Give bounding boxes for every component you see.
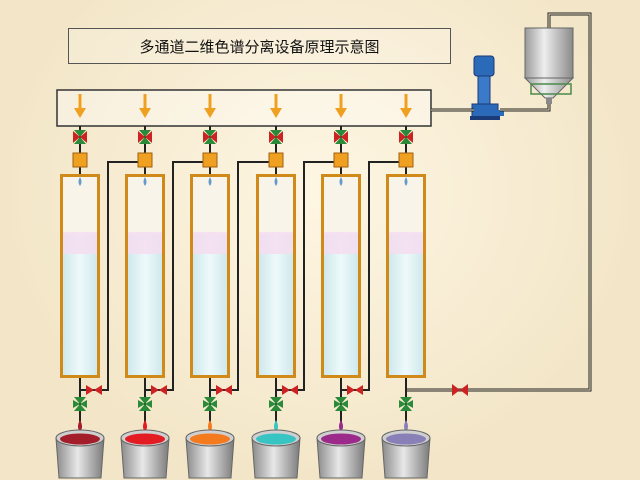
column-band [259,232,293,254]
valve-icon [399,397,413,411]
drip-drop [274,177,278,186]
column-unit [316,94,406,479]
diagram-title: 多通道二维色谱分离设备原理示意图 [139,37,380,56]
column-liquid [389,234,423,375]
column-unit [55,94,145,479]
column-unit [185,94,276,479]
valve-icon [151,385,167,395]
main-pipes-inner [406,13,591,391]
bucket-liquid [190,433,230,445]
column-band [63,232,97,254]
diagram-title-box: 多通道二维色谱分离设备原理示意图 [68,28,451,64]
hopper-icon [523,27,575,104]
column-band [324,232,358,254]
valve-icon [73,397,87,411]
drip-drop [208,177,212,186]
valve-icon [203,130,217,144]
valve-icon [347,385,363,395]
manifold [56,89,432,127]
inlet-block [398,152,414,168]
columns-layer [55,94,431,479]
column-band [389,232,423,254]
bucket-liquid [60,433,100,445]
drip-drop [143,177,147,186]
column-liquid [63,234,97,375]
valve-icon [269,397,283,411]
column-unit [251,94,341,479]
flow-arrow-head [400,108,412,118]
column-band [193,232,227,254]
column-liquid [259,234,293,375]
falling-drop [274,420,278,432]
valve-icon [334,397,348,411]
valve-icon [334,130,348,144]
inlet-block [137,152,153,168]
column-unit [381,94,431,479]
valve-icon [73,130,87,144]
return-valve [452,384,468,396]
column-liquid [128,234,162,375]
valve-icon [216,385,232,395]
valve-icon [203,397,217,411]
bucket-liquid [321,433,361,445]
valve-icon [138,130,152,144]
drip-drop [78,177,82,186]
falling-drop [208,420,212,432]
bucket-liquid [386,433,426,445]
column-liquid [193,234,227,375]
valve-icon [399,130,413,144]
column-liquid [324,234,358,375]
falling-drop [78,420,82,432]
bucket-liquid [125,433,165,445]
inlet-block [72,152,88,168]
bucket-liquid [256,433,296,445]
valve-icon [86,385,102,395]
valve-icon [282,385,298,395]
flow-arrow-head [270,108,282,118]
flow-arrow-head [74,108,86,118]
column-unit [120,94,210,479]
flow-arrow-head [139,108,151,118]
drip-drop [339,177,343,186]
valve-icon [269,130,283,144]
falling-drop [143,420,147,432]
inlet-block [202,152,218,168]
inlet-block [268,152,284,168]
valve-icon [138,397,152,411]
falling-drop [404,420,408,432]
pump-icon [470,55,504,120]
column-band [128,232,162,254]
flow-arrow-head [335,108,347,118]
drip-drop [404,177,408,186]
flow-arrow-head [204,108,216,118]
inlet-block [333,152,349,168]
falling-drop [339,420,343,432]
